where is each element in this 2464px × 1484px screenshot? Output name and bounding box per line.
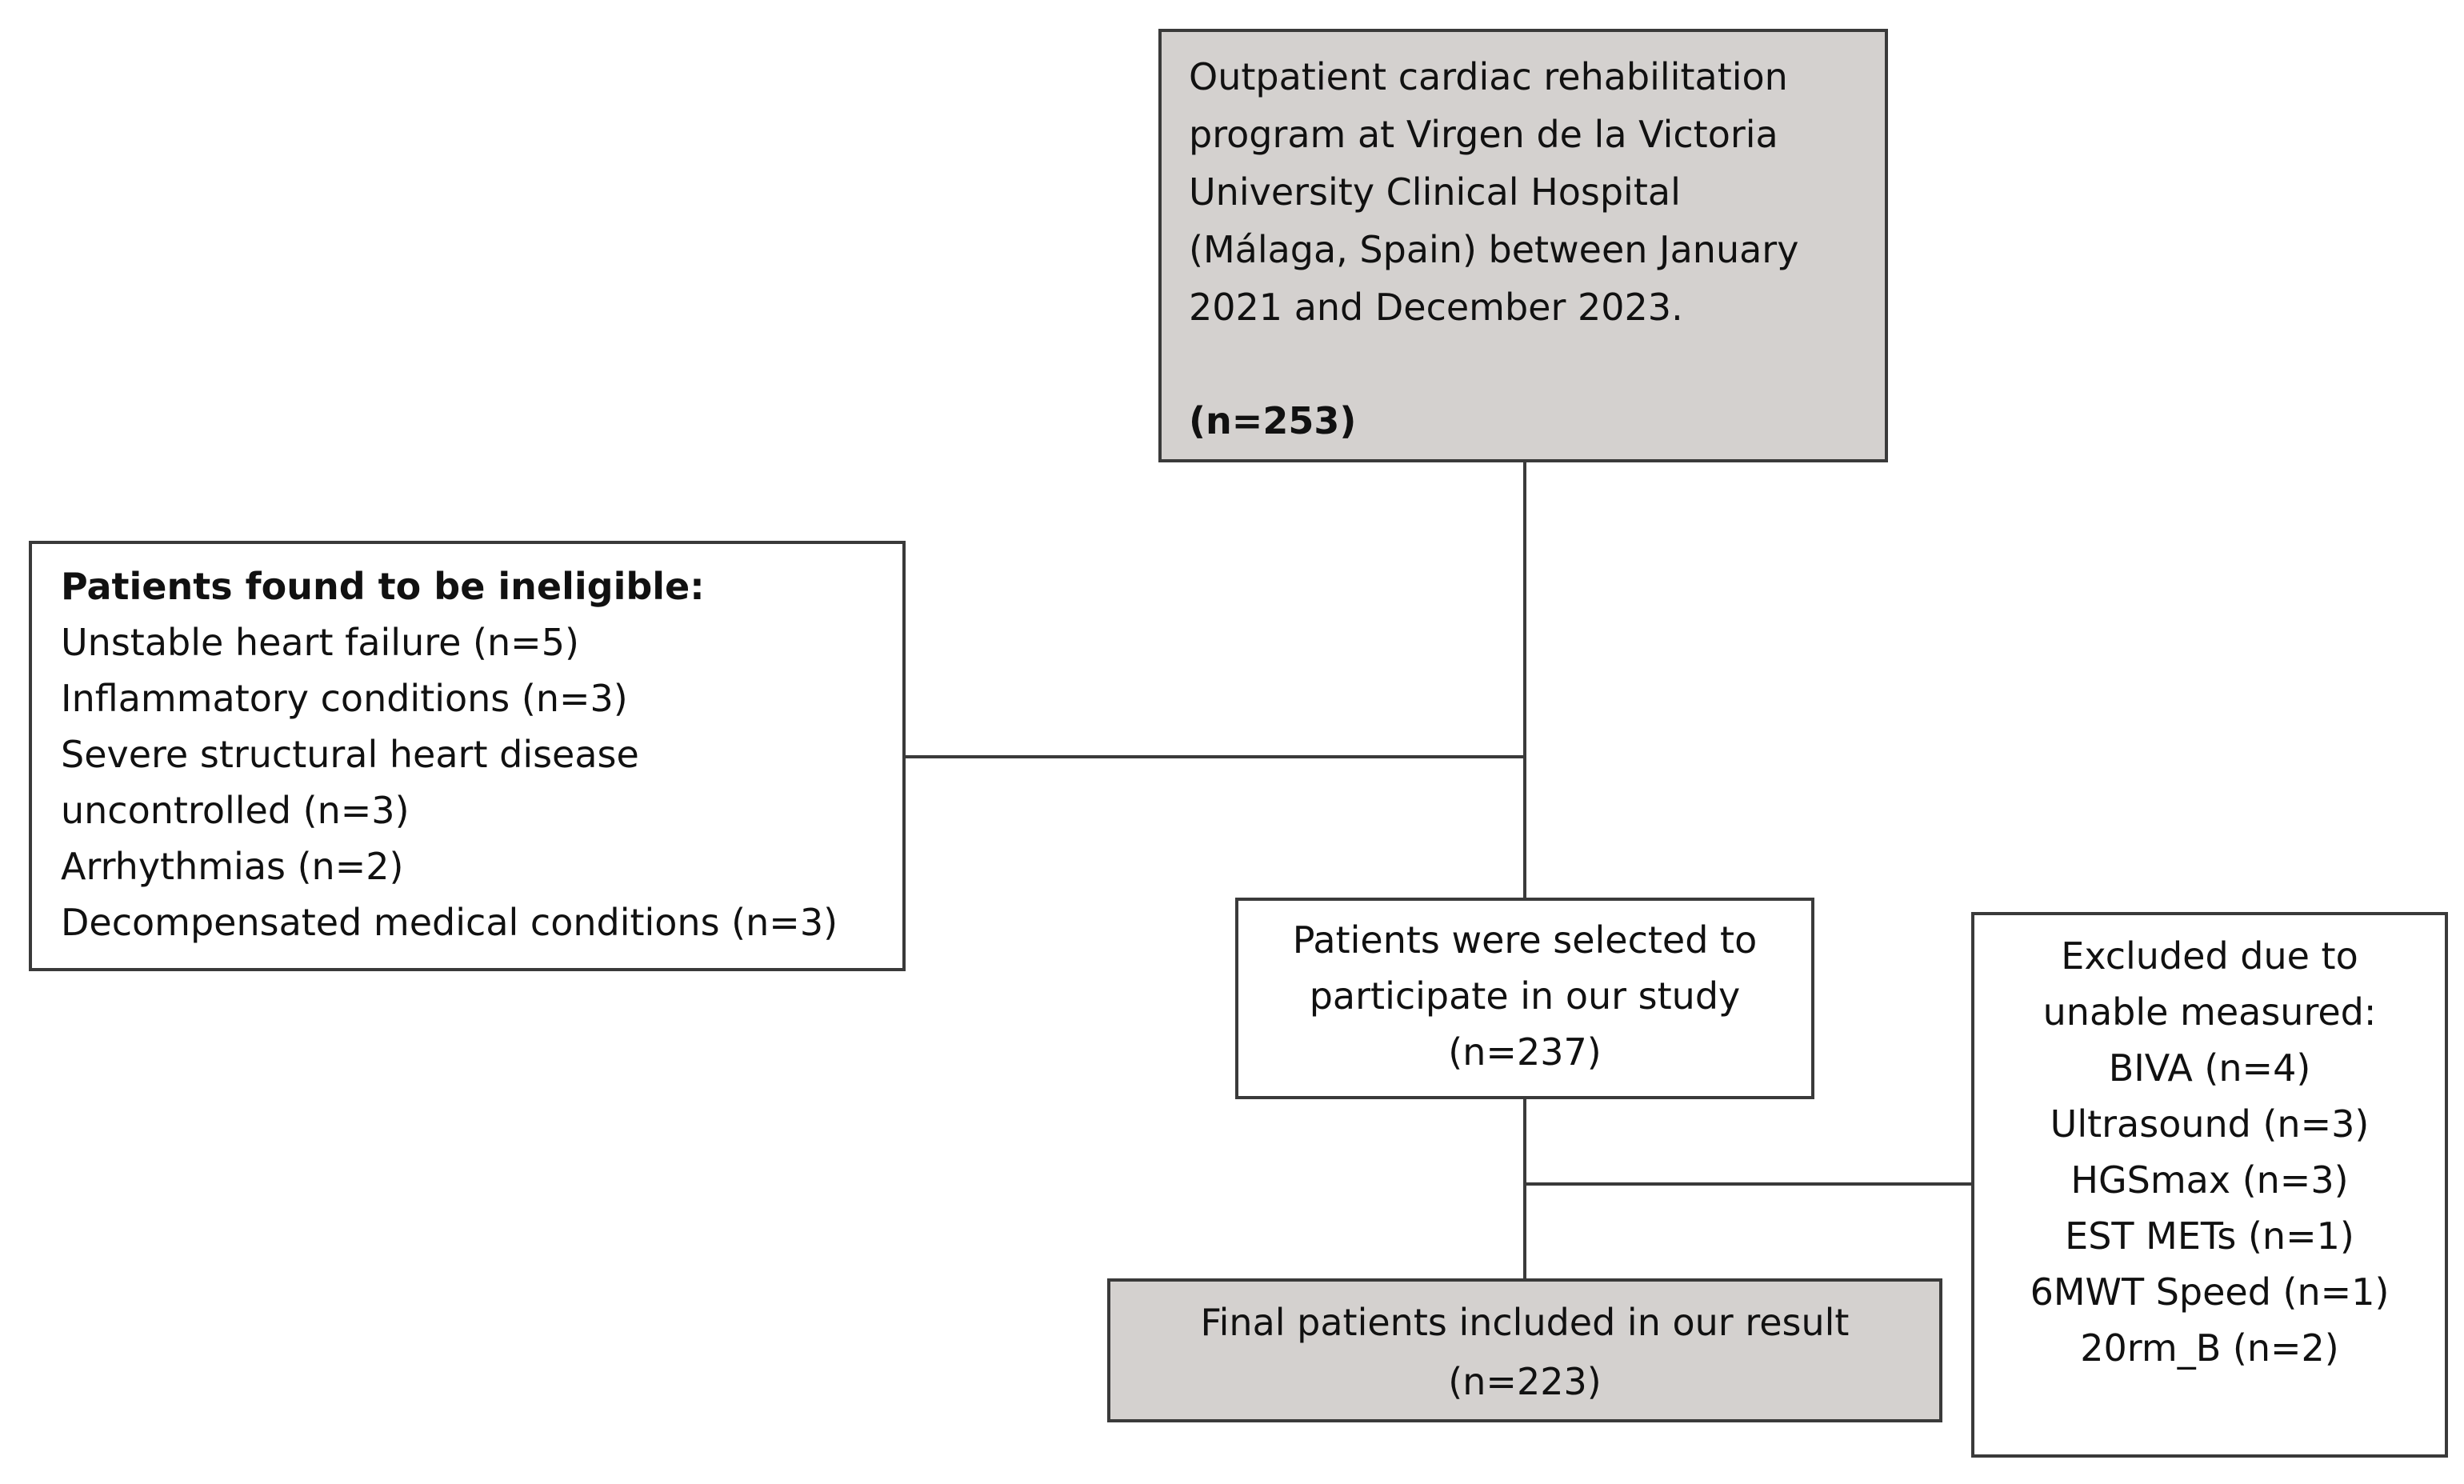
ineligible-item: Arrhythmias (n=2) [61,845,404,888]
excluded-heading: Excluded due to [2061,934,2358,978]
final-box: Final patients included in our result (n… [1107,1278,1942,1422]
excluded-item: EST METs (n=1) [2065,1214,2354,1258]
enrollment-text-line: (Málaga, Spain) between January [1189,228,1799,271]
ineligible-item: uncontrolled (n=3) [61,789,410,832]
enrollment-box: Outpatient cardiac rehabilitation progra… [1158,29,1888,462]
ineligible-item: Decompensated medical conditions (n=3) [61,901,838,944]
enrollment-text-line: 2021 and December 2023. [1189,286,1683,329]
excluded-item: Ultrasound (n=3) [2050,1102,2370,1146]
selected-text-line: Patients were selected to [1292,918,1758,962]
excluded-item: BIVA (n=4) [2108,1046,2311,1090]
ineligible-item: Inflammatory conditions (n=3) [61,677,628,720]
ineligible-item: Severe structural heart disease [61,733,639,776]
final-text-line: Final patients included in our result [1200,1301,1850,1344]
selected-count: (n=237) [1448,1030,1602,1074]
excluded-item: 20rm_B (n=2) [2080,1326,2339,1370]
enrollment-text-line: Outpatient cardiac rehabilitation [1189,55,1788,98]
ineligible-item: Unstable heart failure (n=5) [61,621,579,664]
ineligible-box: Patients found to be ineligible: Unstabl… [29,541,906,971]
excluded-heading: unable measured: [2042,990,2377,1034]
excluded-box: Excluded due to unable measured: BIVA (n… [1971,912,2448,1458]
enrollment-text-line: program at Virgen de la Victoria [1189,113,1778,156]
enrollment-count: (n=253) [1189,399,1357,442]
ineligible-heading: Patients found to be ineligible: [61,565,705,608]
selected-box: Patients were selected to participate in… [1235,898,1814,1099]
selected-text-line: participate in our study [1309,974,1741,1018]
excluded-item: 6MWT Speed (n=1) [2030,1270,2390,1314]
enrollment-text-line: University Clinical Hospital [1189,170,1681,214]
final-count: (n=223) [1448,1360,1602,1403]
excluded-item: HGSmax (n=3) [2070,1158,2349,1202]
enrollment-spacer [1189,336,1859,392]
